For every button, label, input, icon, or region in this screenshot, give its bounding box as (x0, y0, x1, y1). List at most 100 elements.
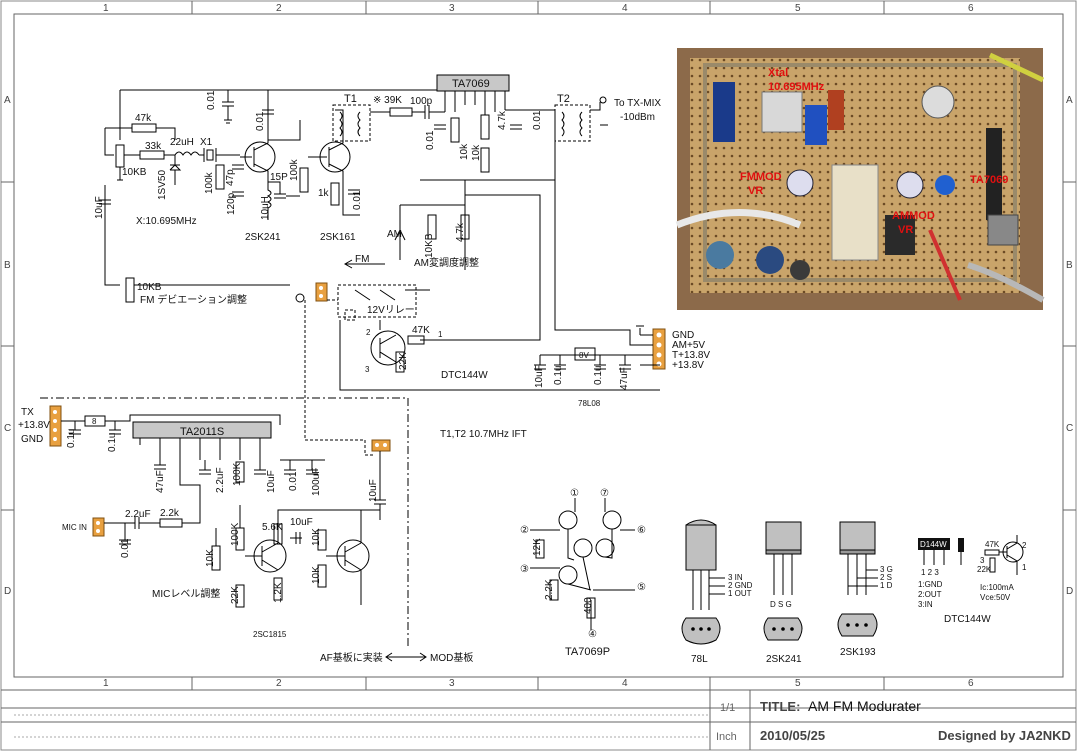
dtc-pin-2: 2 (366, 328, 371, 337)
c-0.01-c: 0.01 (352, 190, 363, 210)
photo-label-xtal: Xtal (768, 67, 788, 79)
r-400: 400 (583, 597, 594, 614)
mic-level-adjust: MICレベル調整 (152, 587, 220, 600)
c-0.01-b: 0.01 (255, 111, 266, 131)
vr-10kb-am: 10KB (424, 233, 435, 258)
ic-ta7069: TA7069 (452, 78, 490, 90)
reg-8: 8 (92, 417, 97, 426)
c-2.2uf-b: 2.2uF (125, 509, 151, 520)
pkg-d144w-mark: D144W (920, 540, 947, 549)
grid-col-4-top: 4 (622, 3, 628, 14)
pin-5: ⑤ (637, 582, 646, 593)
r-1k: 1k (318, 188, 330, 199)
pkg-2sk193-pin-2: 2 S (880, 573, 892, 582)
r-4.7k-b: 4.7k (497, 110, 508, 130)
label-tx-13.8v: +13.8V (18, 420, 50, 431)
pin-7: ⑦ (600, 488, 609, 499)
conn-gnd: GND (672, 330, 694, 341)
grid-row-c-right: C (1066, 423, 1073, 434)
grid-col-3-bottom: 3 (449, 678, 455, 689)
ift-note: T1,T2 10.7MHz IFT (440, 429, 527, 440)
r-10k-e: 10K (311, 566, 322, 584)
c-10uf-left: 10uF (94, 196, 105, 219)
r-10k-d: 10K (311, 528, 322, 546)
v-8v: 8V (579, 351, 589, 360)
photo-label-xtal-freq: 10.695MHz (768, 81, 825, 93)
c-10uf-b: 10uF (534, 365, 545, 388)
to-tx-mix-level: -10dBm (620, 112, 655, 123)
pin-4: ④ (588, 629, 597, 640)
grid-col-1-top: 1 (103, 3, 109, 14)
pkg-78l-pin-2: 2 GND (728, 581, 753, 590)
r-100k-a: 100k (204, 171, 215, 194)
c-0.01-a: 0.01 (206, 90, 217, 110)
r-100k-b: 100k (289, 158, 300, 181)
grid-col-6-top: 6 (968, 3, 974, 14)
xtal-frequency: X:10.695MHz (136, 216, 197, 227)
r-1.2k-a: 1.2K (273, 582, 284, 603)
r-10k-c: 10K (205, 549, 216, 567)
xtal-x1: X1 (200, 137, 213, 148)
grid-col-2-bottom: 2 (276, 678, 282, 689)
c-10uf-c: 10uF (266, 470, 277, 493)
conn-13.8v: +13.8V (672, 360, 704, 371)
l-22uh: 22uH (170, 137, 194, 148)
power-section: GND AM+5V T+13.8V +13.8V 8V 10uF 0.1u 0.… (534, 180, 710, 408)
c-0.01-e: 0.01 (532, 110, 543, 130)
q-dtc144w: DTC144W (441, 370, 488, 381)
r-47k-d: 47K (412, 325, 430, 336)
pkg-d144w-pins: 1 2 3 (921, 568, 939, 577)
t2-label: T2 (557, 93, 570, 105)
c-100uf: 100uF (311, 468, 322, 496)
grid-col-6-bottom: 6 (968, 678, 974, 689)
grid-col-5-bottom: 5 (795, 678, 801, 689)
vr-10kb-fm: 10KB (137, 282, 162, 293)
c-120p: 120p (226, 192, 237, 215)
grid-row-d-right: D (1066, 586, 1073, 597)
grid-col-4-bottom: 4 (622, 678, 628, 689)
title-value: AM FM Modurater (808, 698, 921, 714)
dtc-symbol-pin-3: 3 (980, 556, 985, 565)
title-date: 2010/05/25 (760, 728, 825, 743)
dtc-pin-1: 1 (438, 330, 443, 339)
ic-ta2011s: TA2011S (180, 426, 224, 438)
title-key: TITLE: (760, 699, 800, 714)
label-mic-in: MIC IN (62, 523, 87, 532)
pkg-78l-pin-1: 1 OUT (728, 589, 752, 598)
pkg-2sk193-pin-1: 1 D (880, 581, 893, 590)
c-0.01-d: 0.01 (425, 130, 436, 150)
r-2.2k-b: 2.2k (160, 508, 180, 519)
r-12k-b: 12K (532, 538, 543, 556)
q-2sk241: 2SK241 (245, 232, 281, 243)
grid-row-b-right: B (1066, 260, 1073, 271)
pkg-2sk193-label: 2SK193 (840, 647, 876, 658)
c-0.1u-c: 0.1u (66, 429, 77, 448)
q-2sc1815: 2SC1815 (253, 630, 287, 639)
photo-label-fmmod: FMMOD (740, 171, 782, 183)
c-2.2uf-a: 2.2uF (215, 467, 226, 493)
grid-row-a-left: A (4, 95, 11, 106)
board-photo: Xtal 10.695MHz FMMOD VR AMMOD VR TA7069 (675, 48, 1045, 310)
c-10uf-d: 10uF (368, 479, 379, 502)
am-fm-switch-section: AM 10KB 4.7k AM変調度調整 FM 10KB FM デビエーション調… (94, 180, 479, 441)
photo-label-ta7069: TA7069 (970, 174, 1008, 186)
pkg-2sk241-label: 2SK241 (766, 654, 802, 665)
d-1sv50: 1SV50 (157, 170, 168, 200)
conn-am-5v: AM+5V (672, 340, 705, 351)
am-adjust: AM変調度調整 (414, 256, 479, 269)
pkg-d144w-in: 3:IN (918, 600, 933, 609)
r-22k-c: 22K (230, 586, 241, 604)
r-100k-d: 100K (230, 522, 241, 546)
pkg-2sk193-pin-3: 3 G (880, 565, 893, 574)
grid-row-d-left: D (4, 586, 11, 597)
c-0.01-f: 0.01 (288, 471, 299, 491)
grid-col-3-top: 3 (449, 3, 455, 14)
grid-col-1-bottom: 1 (103, 678, 109, 689)
ta7069p-label: TA7069P (565, 646, 610, 658)
c-47uf-b: 47uF (155, 470, 166, 493)
photo-label-fmmod-vr: VR (748, 185, 763, 197)
title-block: 1/1 TITLE: AM FM Modurater Inch 2010/05/… (1, 690, 1076, 750)
relay-12v: 12Vリレー (367, 305, 415, 316)
conn-t-13.8v: T+13.8V (672, 350, 710, 361)
